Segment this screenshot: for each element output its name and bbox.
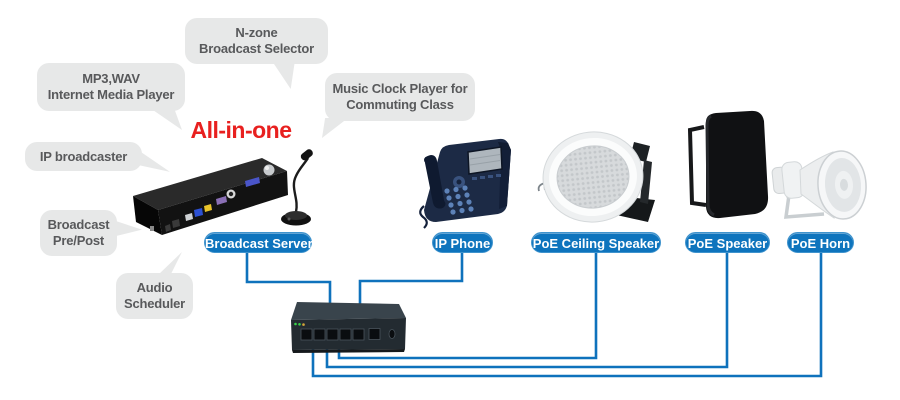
poe-speaker-image	[687, 110, 769, 219]
callout-n-zone-broadcast-selector: N-zone Broadcast Selector	[185, 18, 328, 64]
all-in-one-highlight: All-in-one	[190, 117, 292, 143]
label-poe-horn: PoE Horn	[787, 232, 854, 253]
callout-music-clock-player: Music Clock Player for Commuting Class	[325, 73, 475, 121]
callout-line: Internet Media Player	[47, 87, 175, 102]
label-ip-phone: IP Phone	[432, 232, 493, 253]
callout-line: Broadcast	[47, 217, 110, 232]
callout-line: Music Clock Player for	[332, 81, 468, 96]
gooseneck-microphone-image	[281, 149, 313, 226]
callout-line: Broadcast Selector	[199, 41, 314, 56]
callout-line: IP broadcaster	[39, 148, 128, 164]
callout-ip-broadcaster: IP broadcaster	[25, 142, 142, 171]
label-broadcast-server: Broadcast Server	[204, 232, 313, 253]
cable-ip-phone	[358, 252, 464, 312]
callout-line: Pre/Post	[52, 233, 105, 248]
callout-broadcast-pre-post: Broadcast Pre/Post	[40, 210, 117, 256]
ip-phone-image	[419, 138, 511, 229]
label-poe-speaker: PoE Speaker	[685, 232, 770, 253]
poe-horn-image	[771, 150, 867, 220]
poe-ceiling-speaker-image	[537, 131, 655, 223]
label-poe-ceiling-speaker: PoE Ceiling Speaker	[531, 232, 661, 253]
callout-line: Audio	[136, 280, 173, 295]
poe-network-switch-image	[291, 302, 406, 353]
cable-poe-horn	[311, 252, 823, 378]
callout-internet-media-player: MP3,WAV Internet Media Player	[37, 63, 185, 111]
callout-audio-scheduler: Audio Scheduler	[116, 273, 193, 319]
cable-poe-speaker	[325, 252, 729, 369]
broadcast-server-image	[133, 158, 288, 235]
callout-line: MP3,WAV	[82, 71, 140, 86]
callout-line: Scheduler	[123, 296, 186, 311]
cable-broadcast-server	[245, 252, 332, 312]
callout-line: Commuting Class	[346, 97, 454, 112]
callout-line: N-zone	[235, 25, 278, 40]
